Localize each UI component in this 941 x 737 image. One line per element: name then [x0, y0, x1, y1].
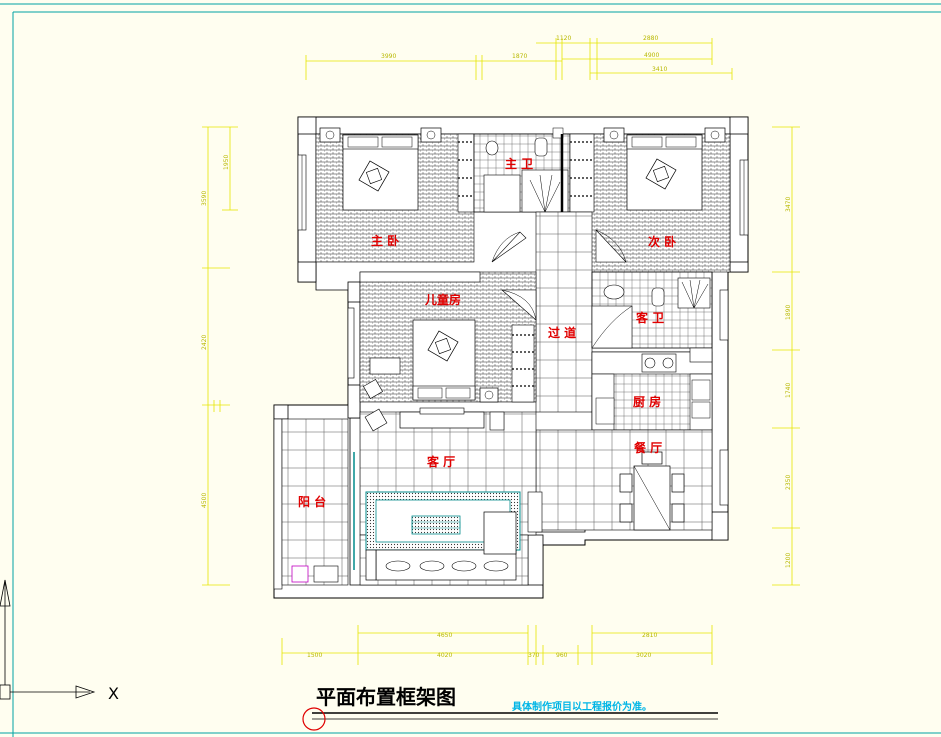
- dim-left-2: 2420: [201, 335, 208, 350]
- living-room-label: 客 厅: [426, 454, 455, 469]
- guest-bath-area: 客 卫: [591, 271, 713, 349]
- living-room-area: 客 厅: [353, 407, 543, 586]
- dim-top-4: 4900: [644, 52, 659, 59]
- dim-top-1: 1870: [512, 53, 527, 60]
- master-bedroom-area: 主 卧: [315, 127, 527, 263]
- dining-label: 餐 厅: [634, 440, 662, 455]
- dining-area: 餐 厅: [535, 429, 713, 531]
- dim-right-3: 2350: [785, 475, 792, 490]
- dim-top-5: 3410: [652, 66, 667, 73]
- drawing-title: 平面布置框架图: [316, 685, 456, 709]
- drawing-frame: [0, 3, 941, 737]
- dimension-labels: 3990 1870 1120 2880 4900 3410 1950 3590 …: [201, 35, 792, 659]
- dim-right-0: 3470: [785, 197, 792, 212]
- dim-bottom-5: 2810: [642, 632, 657, 639]
- kids-room-area: 儿童房: [359, 271, 537, 403]
- dim-top-2: 1120: [556, 35, 571, 42]
- corridor-area: 过 道: [535, 211, 593, 413]
- dim-bottom-6: 3020: [636, 652, 651, 659]
- second-bedroom-area: 次 卧: [569, 127, 731, 273]
- balcony-area: 阳 台: [281, 418, 349, 586]
- kitchen-label: 厨 房: [633, 394, 661, 409]
- dim-right-4: 1200: [785, 553, 792, 568]
- title-circle-icon: [302, 707, 326, 731]
- second-bedroom-label: 次 卧: [648, 234, 676, 249]
- dim-bottom-0: 4650: [437, 632, 452, 639]
- dim-left-0: 1950: [223, 155, 230, 170]
- balcony-label: 阳 台: [298, 494, 326, 509]
- dim-bottom-1: 1500: [307, 652, 322, 659]
- dim-bottom-3: 370: [528, 652, 540, 659]
- dim-left-1: 3590: [201, 191, 208, 206]
- master-bath-area: 主 卫: [473, 127, 571, 213]
- dim-right-2: 1740: [785, 383, 792, 398]
- dim-bottom-2: 4020: [437, 652, 452, 659]
- drawing-note: 具体制作项目以工程报价为准。: [511, 700, 652, 713]
- dim-top-3: 2880: [643, 35, 658, 42]
- kitchen-area: 厨 房: [591, 347, 713, 431]
- axis-x-label: X: [108, 684, 119, 703]
- dim-top-0: 3990: [381, 53, 396, 60]
- master-bath-label: 主 卫: [505, 156, 533, 171]
- dimension-lines: [202, 38, 800, 665]
- dim-bottom-4: 960: [556, 652, 568, 659]
- ucs-axis-icon: X: [0, 579, 119, 703]
- title-block: 平面布置框架图 具体制作项目以工程报价为准。: [302, 685, 718, 731]
- kids-room-label: 儿童房: [424, 292, 461, 307]
- dim-right-1: 1890: [785, 305, 792, 320]
- master-bedroom-label: 主 卧: [371, 233, 399, 248]
- corridor-label: 过 道: [548, 325, 576, 340]
- dim-left-3: 4500: [201, 493, 208, 508]
- guest-bath-label: 客 卫: [635, 310, 664, 325]
